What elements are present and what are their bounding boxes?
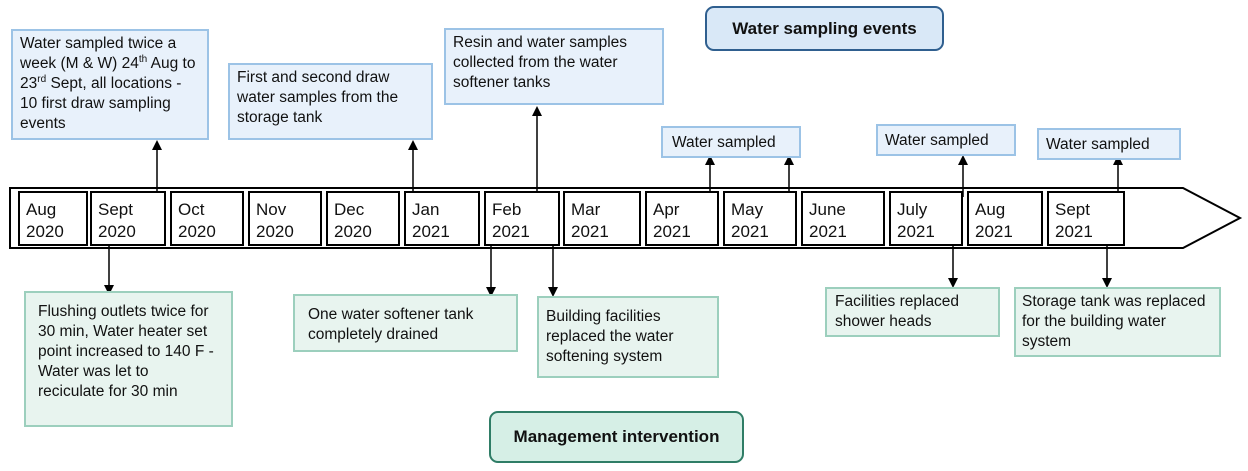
month-year: 2021 bbox=[412, 222, 450, 241]
month-year: 2020 bbox=[26, 222, 64, 241]
month-name: Aug bbox=[975, 200, 1006, 219]
month-cell: Dec 2020 bbox=[326, 191, 400, 246]
intervention-feb2021: Building facilities replaced the water s… bbox=[537, 296, 719, 378]
month-cell: July 2021 bbox=[889, 191, 963, 246]
month-year: 2020 bbox=[98, 222, 136, 241]
month-name: May bbox=[731, 200, 764, 219]
month-name: Sept bbox=[98, 200, 133, 219]
month-name: Apr bbox=[653, 200, 680, 219]
month-name: Dec bbox=[334, 200, 365, 219]
sampling-event-sept2021: Water sampled bbox=[1037, 128, 1181, 160]
month-cell: Oct 2020 bbox=[170, 191, 244, 246]
month-year: 2020 bbox=[334, 222, 372, 241]
month-name: Nov bbox=[256, 200, 287, 219]
month-name: July bbox=[897, 200, 928, 219]
month-cell: Mar 2021 bbox=[563, 191, 641, 246]
month-name: Jan bbox=[412, 200, 440, 219]
legend-sampling-label: Water sampling events bbox=[732, 18, 917, 38]
intervention-jan2021: One water softener tank completely drain… bbox=[293, 294, 518, 352]
month-year: 2020 bbox=[178, 222, 216, 241]
month-year: 2021 bbox=[897, 222, 935, 241]
month-name: Aug bbox=[26, 200, 57, 219]
intervention-sept2020: Flushing outlets twice for 30 min, Water… bbox=[24, 291, 233, 427]
month-name: Feb bbox=[492, 200, 522, 219]
intervention-july2021: Facilities replaced shower heads bbox=[825, 287, 1000, 337]
sampling-event-dec2020: First and second draw water samples from… bbox=[228, 63, 433, 140]
sampling-event-sept2020: Water sampled twice a week (M & W) 24th … bbox=[11, 29, 209, 140]
month-cell: Sept 2021 bbox=[1047, 191, 1125, 246]
month-year: 2021 bbox=[975, 222, 1013, 241]
month-year: 2021 bbox=[809, 222, 847, 241]
month-name: Oct bbox=[178, 200, 205, 219]
month-year: 2021 bbox=[653, 222, 691, 241]
sampling-event-feb2021: Resin and water samples collected from t… bbox=[444, 28, 664, 105]
legend-intervention-label: Management intervention bbox=[513, 427, 720, 446]
month-cell: Aug 2021 bbox=[967, 191, 1043, 246]
intervention-sept2021: Storage tank was replaced for the buildi… bbox=[1014, 287, 1221, 357]
month-name: Mar bbox=[571, 200, 601, 219]
legend-sampling-events: Water sampling events bbox=[705, 6, 944, 51]
month-year: 2020 bbox=[256, 222, 294, 241]
month-cell: Sept 2020 bbox=[90, 191, 166, 246]
month-name: Sept bbox=[1055, 200, 1090, 219]
month-year: 2021 bbox=[1055, 222, 1093, 241]
month-year: 2021 bbox=[492, 222, 530, 241]
sampling-event-july2021: Water sampled bbox=[876, 124, 1016, 156]
month-cell: Nov 2020 bbox=[248, 191, 322, 246]
legend-management-intervention: Management intervention bbox=[489, 411, 744, 463]
month-cell: May 2021 bbox=[723, 191, 797, 246]
month-year: 2021 bbox=[731, 222, 769, 241]
month-name: June bbox=[809, 200, 846, 219]
month-cell: June 2021 bbox=[801, 191, 885, 246]
month-year: 2021 bbox=[571, 222, 609, 241]
month-cell: Aug 2020 bbox=[18, 191, 88, 246]
month-cell: Apr 2021 bbox=[645, 191, 719, 246]
month-cell: Feb 2021 bbox=[484, 191, 560, 246]
sampling-event-apr-may2021: Water sampled bbox=[661, 126, 801, 158]
month-cell: Jan 2021 bbox=[404, 191, 480, 246]
